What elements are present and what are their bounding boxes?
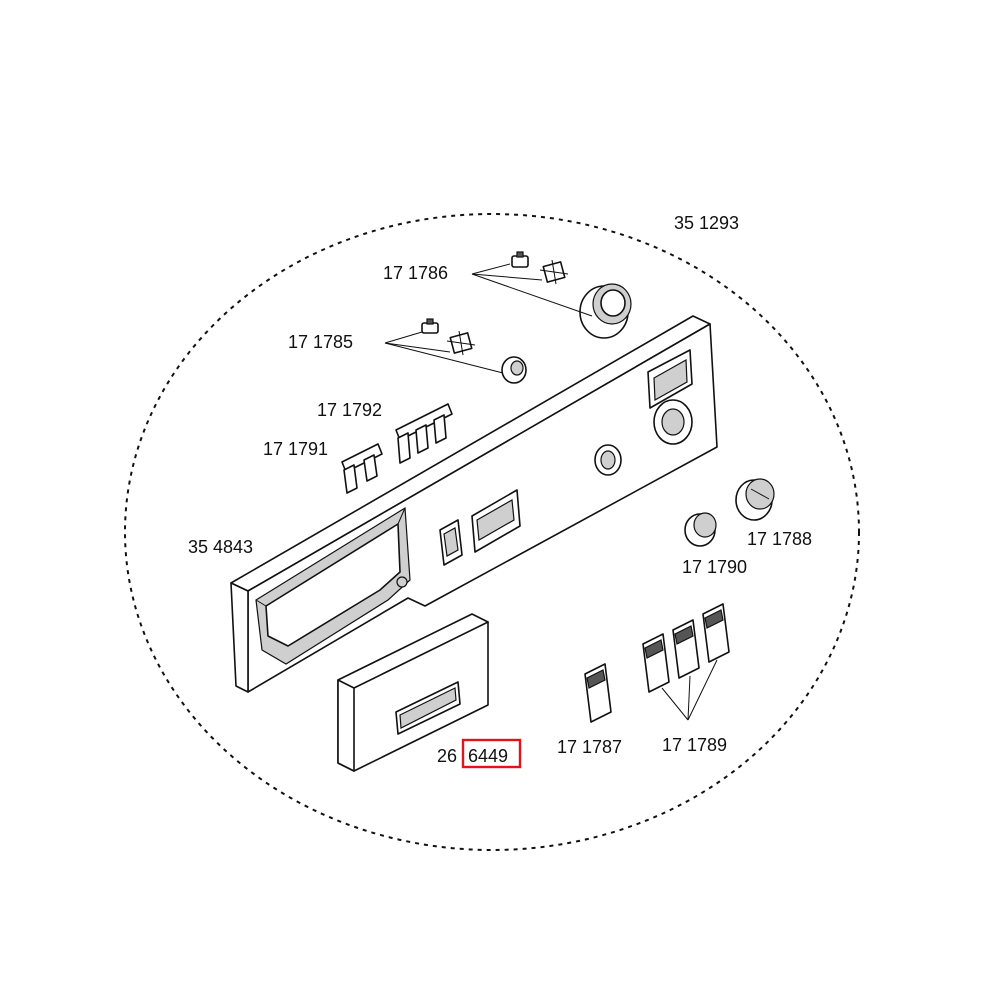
knob-17-1788 (735, 478, 775, 521)
label-35-4843: 35 4843 (188, 537, 253, 557)
assembly-label: 35 1293 (674, 213, 739, 233)
button-17-1787 (584, 663, 612, 723)
label-17-1791: 17 1791 (263, 439, 328, 459)
label-6449-highlighted: 6449 (468, 746, 508, 766)
label-17-1785: 17 1785 (288, 332, 353, 352)
clip-17-1792 (395, 403, 453, 464)
leader-lines (384, 263, 718, 721)
label-17-1788: 17 1788 (747, 529, 812, 549)
assembly-boundary (124, 213, 860, 851)
label-17-1786: 17 1786 (383, 263, 448, 283)
label-17-1789: 17 1789 (662, 735, 727, 755)
buttons-17-1789 (642, 603, 730, 693)
knob-assembly-17-1786 (511, 251, 632, 339)
label-17-1790: 17 1790 (682, 557, 747, 577)
highlight-box (461, 738, 522, 769)
label-17-1787: 17 1787 (557, 737, 622, 757)
clip-17-1791 (341, 443, 383, 494)
front-cover-26-6449 (337, 613, 489, 772)
label-17-1792: 17 1792 (317, 400, 382, 420)
control-panel (230, 315, 718, 693)
label-26-prefix: 26 (437, 746, 457, 766)
knob-assembly-17-1785 (421, 318, 527, 384)
knob-17-1790 (684, 512, 717, 547)
